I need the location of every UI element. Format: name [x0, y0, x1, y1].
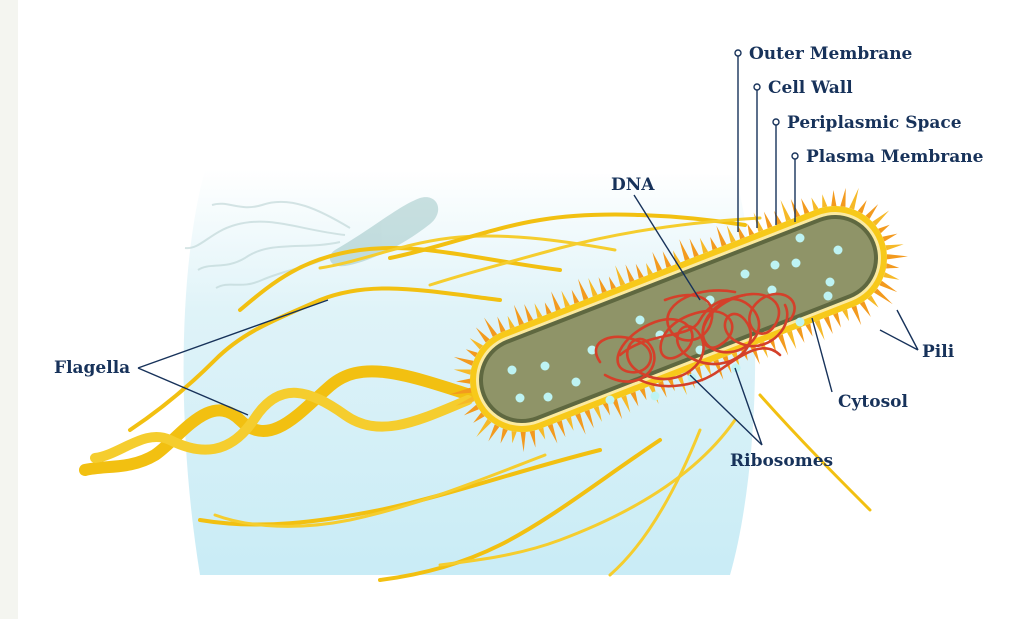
- ribosome: [516, 394, 525, 403]
- pilus: [874, 288, 893, 304]
- leader-endpoints: [735, 50, 798, 159]
- label-cytosol: Cytosol: [838, 392, 909, 412]
- pilus: [796, 327, 804, 343]
- pilus: [824, 316, 833, 334]
- outer-membrane-marker: [735, 50, 741, 56]
- ribosome: [796, 318, 805, 327]
- label-ribosomes: Ribosomes: [730, 451, 833, 471]
- ribosome: [834, 246, 843, 255]
- pilus: [860, 301, 871, 317]
- label-outer-membrane: Outer Membrane: [749, 44, 913, 64]
- pili-leader: [880, 310, 918, 350]
- pilus: [781, 200, 791, 221]
- pilus: [833, 313, 841, 328]
- cell-wall-marker: [754, 84, 760, 90]
- ribosome: [606, 396, 615, 405]
- label-pili: Pili: [922, 342, 955, 362]
- pilus: [747, 223, 754, 235]
- label-cell-wall: Cell Wall: [768, 78, 853, 98]
- periplasmic-space-marker: [773, 119, 779, 125]
- pilus: [805, 323, 812, 336]
- pilus: [801, 198, 809, 214]
- ribosome: [826, 278, 835, 287]
- ribosome: [771, 261, 780, 270]
- label-periplasmic-space: Periplasmic Space: [787, 113, 962, 133]
- pilus: [865, 204, 878, 219]
- pilus: [840, 188, 845, 207]
- pilus: [858, 200, 867, 214]
- pilus: [885, 244, 903, 250]
- pilus: [787, 331, 796, 350]
- ribosome: [636, 316, 645, 325]
- label-plasma-membrane: Plasma Membrane: [806, 147, 984, 167]
- ribosome: [541, 362, 550, 371]
- pilus: [883, 272, 899, 280]
- pilus: [886, 263, 899, 268]
- pilus: [851, 306, 861, 326]
- plasma-membrane-marker: [792, 153, 798, 159]
- pilus: [754, 212, 764, 232]
- pilus: [842, 309, 849, 321]
- ribosome: [741, 270, 750, 279]
- pilus: [815, 320, 825, 341]
- pilus: [811, 197, 818, 210]
- ribosome: [508, 366, 517, 375]
- pilus: [831, 190, 836, 206]
- ribosome: [796, 234, 805, 243]
- ribosome: [792, 259, 801, 268]
- pilus: [872, 210, 889, 225]
- pilus: [822, 194, 827, 207]
- ribosome: [572, 378, 581, 387]
- pilus: [764, 212, 773, 229]
- ribosome: [824, 292, 833, 301]
- pilus: [879, 281, 897, 292]
- pilus: [887, 254, 908, 259]
- label-flagella: Flagella: [54, 358, 130, 378]
- pilus: [849, 188, 859, 210]
- ribosome: [544, 393, 553, 402]
- pilus: [883, 234, 898, 242]
- cytosol-leader: [812, 318, 832, 392]
- label-dna: DNA: [611, 175, 655, 195]
- pilus: [778, 334, 788, 355]
- ribosome: [651, 392, 660, 401]
